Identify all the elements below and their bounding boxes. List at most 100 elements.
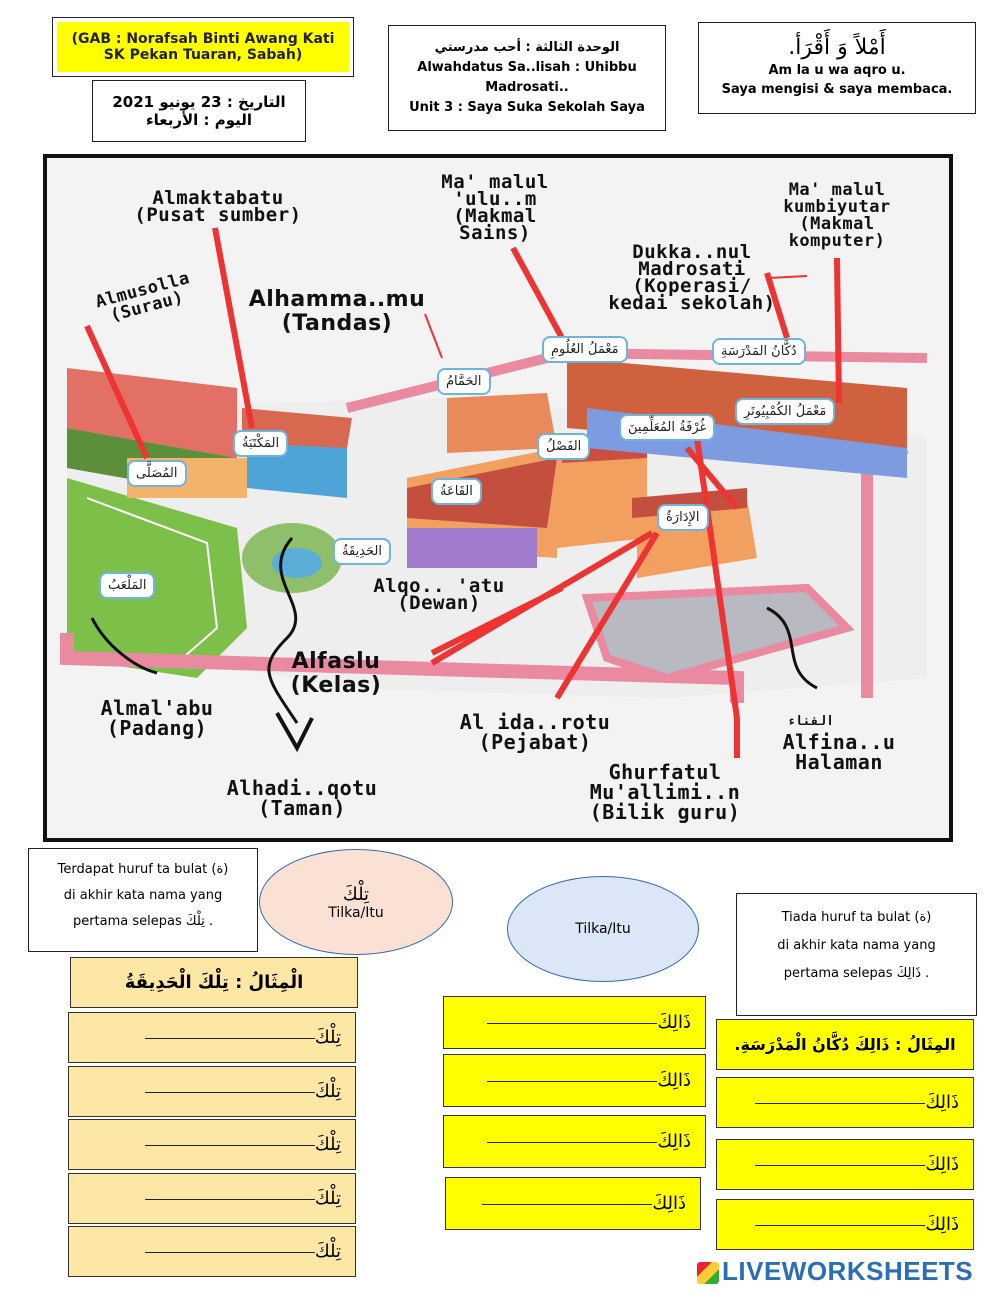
tag-qoah: القَاعَةُ [431, 478, 482, 505]
instruction-line3: Saya mengisi & saya membaca. [721, 81, 953, 97]
example-tilka: الْمِثَالُ : تِلْكَ الْحَدِيقَةُ [70, 957, 358, 1008]
label-maktabah: Almaktabatu (Pusat sumber) [103, 187, 333, 226]
ellipse-tilka-text: Tilka/Itu [328, 904, 384, 921]
dhalika-answer-row: ذَالِكَ [443, 1115, 706, 1168]
unit-title-ar: الوحدة الثالثة : أحب مدرستي [434, 40, 620, 55]
answer-line[interactable] [144, 1251, 315, 1253]
unit-line4: Unit 3 : Saya Suka Sekolah Saya [409, 100, 645, 115]
example-tilka-text: الْمِثَالُ : تِلْكَ الْحَدِيقَةُ [124, 972, 304, 993]
answer-line[interactable] [144, 1198, 315, 1200]
label-fina: Alfina..u Halaman [759, 732, 919, 772]
tag-makmal-ulum: مَعْمَلُ العُلُومِ [542, 336, 628, 363]
unit-line2: Alwahdatus Sa..lisah : Uhibbu [417, 60, 637, 75]
author-highlight: (GAB : Norafsah Binti Awang Kati SK Peka… [57, 22, 349, 72]
tilka-answer-row: تِلْكَ [68, 1012, 356, 1063]
tilka-answer-row: تِلْكَ [68, 1119, 356, 1170]
dhalika-word: ذَالِكَ [925, 1092, 959, 1113]
tilka-word: تِلْكَ [314, 1241, 341, 1262]
tag-maktabah: المَكْتَبَةُ [233, 430, 289, 457]
label-fasl-text: Alfaslu (Kelas) [290, 649, 382, 698]
liveworksheets-logo: LIVEWORKSHEETS [697, 1256, 997, 1286]
dhalika-word: ذَالِكَ [657, 1070, 691, 1091]
tag-idarah: الإِدَارَةُ [657, 504, 709, 531]
tilka-answer-row: تِلْكَ [68, 1226, 356, 1277]
label-fina-text: Alfina..u Halaman [782, 730, 896, 774]
school-map: Almaktabatu (Pusat sumber) Ma' malul 'ul… [43, 154, 953, 842]
note-tilka: Terdapat huruf ta bulat (ة) di akhir kat… [28, 848, 258, 952]
label-makmal-sains-text: Ma' malul 'ulu..m (Makmal Sains) [441, 171, 549, 244]
date-line1: التاريخ : 23 يونيو 2021 [112, 93, 286, 111]
answer-line[interactable] [144, 1144, 315, 1146]
label-maktabah-text: Almaktabatu (Pusat sumber) [134, 187, 302, 226]
label-dukkan: Dukka..nul Madrosati (Koperasi/ kedai se… [587, 241, 797, 314]
date-line2: اليوم : الأربعاء [145, 111, 253, 129]
label-malab: Almal'abu (Padang) [67, 698, 247, 738]
label-fina-ar-text: الفناء [787, 714, 834, 729]
date-box: التاريخ : 23 يونيو 2021 اليوم : الأربعاء [92, 80, 306, 142]
note-dhalika-line2: di akhir kata nama yang [777, 938, 936, 953]
note-tilka-line3: pertama selepas تِلْكَ . [72, 914, 214, 929]
logo-icon [697, 1262, 719, 1285]
unit-box: الوحدة الثالثة : أحب مدرستي Alwahdatus S… [388, 25, 666, 131]
answer-line[interactable] [755, 1224, 926, 1226]
tag-fasl: الفَصْلُ [537, 433, 591, 460]
tag-ghurfah: غُرْفَةُ المُعَلِّمِينَ [619, 414, 716, 441]
tilka-answer-row: تِلْكَ [68, 1066, 356, 1117]
answer-line[interactable] [144, 1091, 315, 1093]
label-makmal-komputer: Ma' malul kumbiyutar (Makmal komputer) [757, 182, 917, 250]
answer-line[interactable] [487, 1022, 658, 1024]
author-line2: SK Pekan Tuaran, Sabah) [103, 47, 303, 63]
ellipse-tilka: تِلْكَ Tilka/Itu [259, 849, 453, 955]
answer-line[interactable] [482, 1203, 653, 1205]
dhalika-answer-row: ذَالِكَ [716, 1199, 974, 1250]
author-box: (GAB : Norafsah Binti Awang Kati SK Peka… [52, 17, 354, 77]
answer-line[interactable] [755, 1164, 926, 1166]
answer-line[interactable] [487, 1080, 658, 1082]
label-fasl: Alfaslu (Kelas) [271, 650, 401, 698]
tag-hadiqah: الحَدِيقَةُ [333, 538, 391, 565]
label-ghurfah: Ghurfatul Mu'allimi..n (Bilik guru) [565, 762, 765, 822]
dhalika-answer-row: ذَالِكَ [716, 1139, 974, 1190]
tilka-word: تِلْكَ [314, 1081, 341, 1102]
label-dukkan-text: Dukka..nul Madrosati (Koperasi/ kedai se… [608, 241, 776, 314]
school-map-drawing [60, 227, 928, 758]
dhalika-answer-row: ذَالِكَ [443, 1054, 706, 1107]
instruction-line2: Am la u wa aqro u. [768, 62, 906, 78]
label-malab-text: Almal'abu (Padang) [100, 696, 214, 740]
answer-line[interactable] [144, 1037, 315, 1039]
dhalika-word: ذَالِكَ [657, 1012, 691, 1033]
dhalika-word: ذَالِكَ [657, 1131, 691, 1152]
unit-line3: Madrosati.. [485, 80, 569, 95]
note-dhalika-line3: pertama selepas ذَالِكَ . [783, 966, 930, 981]
label-hadiqah: Alhadi..qotu (Taman) [187, 778, 417, 818]
tag-musolla: المُصَلَّى [127, 460, 187, 487]
example-dhalika: المِثَالُ : ذَالِكَ دُكَّانُ الْمَدْرَسَ… [716, 1019, 974, 1070]
dhalika-answer-row: ذَالِكَ [716, 1077, 974, 1128]
example-dhalika-text: المِثَالُ : ذَالِكَ دُكَّانُ الْمَدْرَسَ… [734, 1035, 956, 1054]
ellipse-dhalika: Tilka/Itu [507, 876, 699, 982]
dhalika-answer-row: ذَالِكَ [443, 996, 706, 1049]
label-qoah: Alqo.. 'atu (Dewan) [369, 575, 509, 614]
dhalika-word: ذَالِكَ [652, 1193, 686, 1214]
note-tilka-line2: di akhir kata nama yang [63, 888, 223, 903]
label-qoah-text: Alqo.. 'atu (Dewan) [373, 575, 505, 614]
label-hammam: Alhamma..mu (Tandas) [237, 288, 437, 336]
author-line1: (GAB : Norafsah Binti Awang Kati [71, 31, 335, 47]
tag-kumbiyutar: مَعْمَلُ الكُمْبِيُوتَرِ [735, 398, 836, 425]
dhalika-word: ذَالِكَ [925, 1214, 959, 1235]
dhalika-word: ذَالِكَ [925, 1154, 959, 1175]
label-makmal-komputer-text: Ma' malul kumbiyutar (Makmal komputer) [783, 180, 891, 251]
label-ghurfah-text: Ghurfatul Mu'allimi..n (Bilik guru) [589, 760, 741, 824]
label-hammam-text: Alhamma..mu (Tandas) [248, 287, 426, 336]
label-idarah-text: Al ida..rotu (Pejabat) [459, 710, 611, 754]
label-fina-ar: الفناء [787, 713, 833, 730]
instruction-box: أَمْلاً وَ أَقْرَأ. Am la u wa aqro u. S… [698, 22, 976, 114]
label-idarah: Al ida..rotu (Pejabat) [445, 712, 625, 752]
note-dhalika-line1: Tiada huruf ta bulat (ة) [781, 910, 932, 925]
instruction-ar: أَمْلاً وَ أَقْرَأ. [788, 34, 886, 60]
answer-line[interactable] [755, 1102, 926, 1104]
answer-line[interactable] [487, 1141, 658, 1143]
logo-text: LIVEWORKSHEETS [722, 1256, 974, 1286]
note-tilka-line1: Terdapat huruf ta bulat (ة) [57, 862, 229, 877]
tag-dukkan: دُكَّانُ المَدْرَسَةِ [712, 338, 806, 365]
